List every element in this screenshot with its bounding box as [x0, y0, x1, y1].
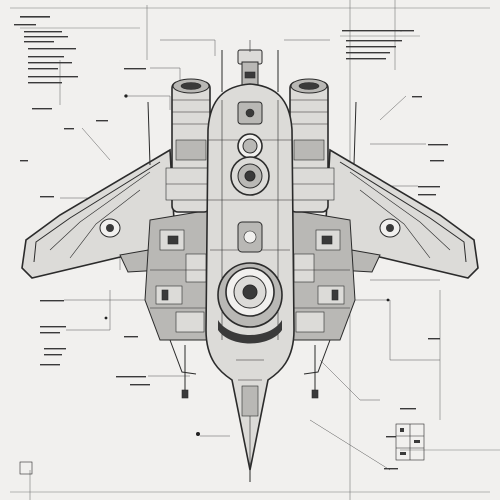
detail-grid-box [395, 423, 425, 461]
central-fuselage [205, 83, 295, 482]
spaceship [21, 40, 479, 482]
left-machinery [144, 209, 213, 375]
guide-lines [10, 0, 500, 500]
landing-struts [181, 345, 319, 399]
right-machinery [287, 209, 356, 375]
left-engine [165, 78, 211, 213]
left-wing [21, 101, 176, 279]
right-engine [289, 78, 335, 213]
top-module [221, 40, 279, 92]
corner-marker [19, 461, 33, 475]
annotation-blocks [14, 16, 448, 470]
